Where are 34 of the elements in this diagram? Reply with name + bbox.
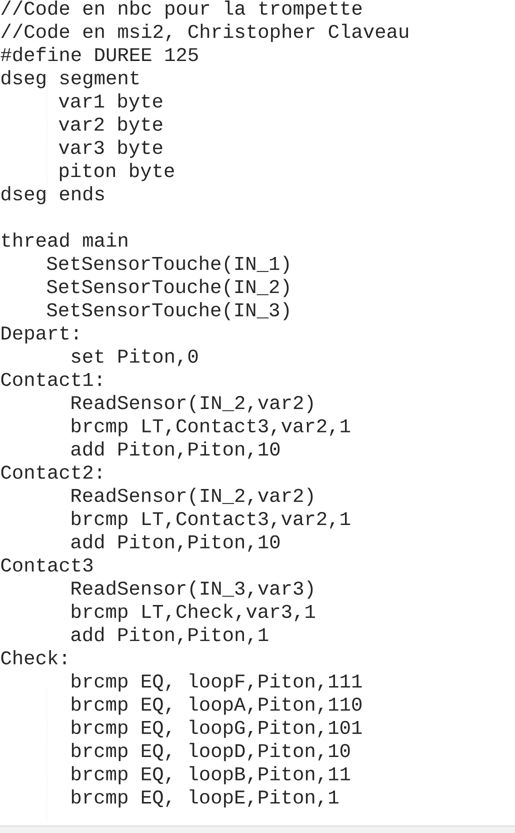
code-line: brcmp EQ, loopD,Piton,10 xyxy=(72,742,350,762)
code-line: SetSensorTouche(IN_2) xyxy=(46,278,289,298)
code-line: brcmp EQ, loopE,Piton,1 xyxy=(72,789,338,808)
code-line: //Code en nbc pour la trompette xyxy=(1,0,362,19)
code-line: brcmp EQ, loopB,Piton,11 xyxy=(72,766,350,784)
code-line: var3 byte xyxy=(58,140,162,158)
code-line: piton byte xyxy=(60,162,174,182)
code-line: Depart: xyxy=(2,326,78,344)
code-line: #define DUREE 125 xyxy=(0,46,198,62)
code-line: add Piton,Piton,10 xyxy=(71,441,280,459)
code-line: add Piton,Piton,1 xyxy=(71,626,268,644)
code-line: brcmp EQ, loopG,Piton,101 xyxy=(72,720,362,738)
code-line: ReadSensor(IN_3,var3) xyxy=(72,580,313,599)
code-line: brcmp EQ, loopA,Piton,110 xyxy=(72,696,362,715)
code-line: ReadSensor(IN_2,var2) xyxy=(72,488,313,506)
code-line: brcmp LT,Contact3,var2,1 xyxy=(72,418,350,436)
code-line: dseg segment xyxy=(2,70,139,88)
code-line: Contact1: xyxy=(1,372,101,386)
code-line: add Piton,Piton,10 xyxy=(71,534,280,552)
code-line: dseg ends xyxy=(2,186,104,204)
code-line: Check: xyxy=(1,650,66,664)
code-line: brcmp EQ, loopF,Piton,111 xyxy=(72,673,362,692)
code-line: ReadSensor(IN_2,var2) xyxy=(72,394,313,414)
code-line: SetSensorTouche(IN_3) xyxy=(46,302,289,320)
code-line: brcmp LT,Contact3,var2,1 xyxy=(72,510,350,530)
code-line: Contact2: xyxy=(1,466,101,479)
code-line: brcmp LT,Check,var3,1 xyxy=(72,604,315,622)
code-line: //Code en msi2, Christopher Claveau xyxy=(1,24,408,42)
code-line: thread main xyxy=(2,232,128,247)
code-line: set Piton,0 xyxy=(72,348,198,366)
code-line: var2 byte xyxy=(58,116,162,135)
code-line: var1 byte xyxy=(58,93,162,112)
code-line: Contact3 xyxy=(1,558,93,572)
code-line: SetSensorTouche(IN_1) xyxy=(46,256,289,274)
